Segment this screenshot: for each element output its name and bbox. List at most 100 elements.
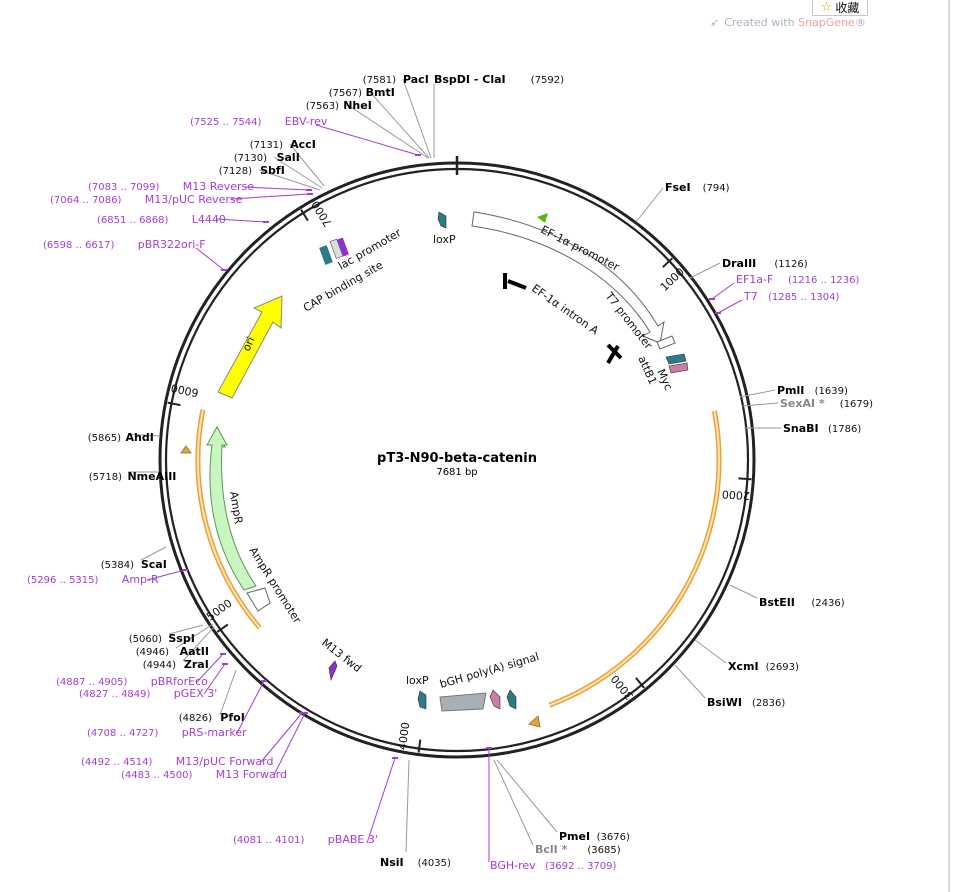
primer-name: M13 Reverse: [183, 180, 254, 193]
ruler-tick-label: 6000: [170, 381, 200, 399]
enzyme-name: PmlI: [777, 384, 804, 397]
enzyme-leader-line: [140, 546, 167, 561]
enzyme-site-pmli: PmlI(1639): [739, 384, 848, 398]
primer-name: BGH-rev: [490, 859, 536, 872]
enzyme-name: AhdI: [125, 431, 153, 444]
enzyme-position: (7563): [306, 101, 339, 112]
enzyme-name: AccI: [290, 138, 316, 151]
enzyme-leader-line: [289, 143, 325, 187]
primer-range: (4492 .. 4514): [81, 757, 153, 768]
ruler-tick: [738, 477, 752, 481]
primer-range: (5296 .. 5315): [27, 575, 99, 586]
ruler-tick: [216, 623, 229, 633]
enzyme-leader-line: [635, 187, 664, 223]
feature-label-attb1: attB1: [635, 354, 659, 387]
primer-range: (4081 .. 4101): [233, 835, 305, 846]
primer-leader-line: [195, 247, 225, 271]
enzyme-leader-line: [741, 402, 779, 407]
enzyme-position: (5384): [101, 560, 134, 571]
enzyme-name: PacI: [403, 73, 429, 86]
enzyme-name: XcmI: [728, 660, 759, 673]
enzyme-leader-line: [219, 669, 237, 716]
bgh-polya-block: [439, 692, 487, 712]
enzyme-site-pmei: PmeI(3676): [496, 759, 630, 843]
primer-site-t7: T7(1285 .. 1304): [715, 290, 840, 314]
loxp-top-marker: [437, 211, 447, 229]
enzyme-site-sexai-: SexAI *(1679): [741, 397, 873, 410]
enzyme-name: PfoI: [220, 711, 245, 724]
ruler-tick-label: 2000: [721, 487, 750, 502]
enzyme-leader-line: [694, 639, 727, 664]
primer-leader-line: [366, 757, 396, 844]
enzyme-name: SnaBI: [783, 422, 819, 435]
plasmid-size: 7681 bp: [436, 467, 477, 478]
primer-site-l4440: (6851 .. 6868)L4440: [97, 213, 269, 226]
enzyme-site-sbfi: SbfI(7128): [219, 164, 321, 191]
enzyme-name: NmeAIII: [127, 470, 176, 483]
favorite-button[interactable]: ☆ 收藏: [812, 0, 868, 16]
enzyme-site-draiii: DraIII(1126): [689, 257, 808, 279]
green-arrowhead: [537, 213, 548, 223]
primer-range: (1285 .. 1304): [768, 292, 840, 303]
primer-site-pgex-3-: (4827 .. 4849)pGEX 3': [79, 663, 228, 700]
primer-site-pbabe-3-: (4081 .. 4101) pBABE 3': [233, 757, 398, 846]
primer-site-m13-puc-reverse: (7064 .. 7086)M13/pUC Reverse: [50, 193, 313, 206]
primer-range: (4483 .. 4500): [121, 770, 193, 781]
primer-range: (7525 .. 7544): [190, 117, 262, 128]
snapgene-logo-icon: ➶: [710, 16, 720, 29]
primer-site-pbr322ori-f: (6598 .. 6617) pBR322ori-F: [43, 238, 227, 271]
primer-leader-line: [236, 680, 265, 734]
enzyme-name: ScaI: [141, 558, 167, 571]
ori-arrow: [217, 295, 283, 399]
attb1-marker: [665, 353, 687, 365]
enzyme-position: (5865): [88, 433, 121, 444]
enzyme-leader-line: [127, 433, 160, 437]
enzyme-position: (2436): [811, 598, 844, 609]
enzyme-site-bcli-: BclI *(3685): [493, 759, 621, 856]
ruler-tick-label: 3000: [608, 672, 636, 702]
credit-brand: SnapGene: [798, 16, 855, 29]
primer-leader-line: [146, 569, 186, 581]
enzyme-leader-line: [405, 759, 410, 853]
orange-left-arrowhead: [180, 445, 192, 454]
star-icon: ☆: [820, 0, 833, 15]
primer-site-prs-marker: (4708 .. 4727)pRS-marker: [87, 680, 267, 739]
primer-range: (4887 .. 4905): [56, 677, 128, 688]
enzyme-position: (3685): [587, 845, 620, 856]
enzyme-name: AatII: [180, 645, 209, 658]
enzyme-leader-line: [674, 664, 706, 699]
primer-name: pBR322ori-F: [138, 238, 206, 251]
primer-range: (7064 .. 7086): [50, 195, 122, 206]
enzyme-position: (1126): [774, 259, 807, 270]
enzyme-site-sspi: SspI(5060): [129, 624, 204, 645]
orange-feature-arc-left-highlight: [196, 409, 261, 629]
feature-label-ampr: AmpR: [227, 490, 245, 525]
primer-leader-line: [195, 653, 224, 684]
enzyme-site-paci: PacI(7581): [363, 73, 432, 159]
enzyme-leader-line: [369, 91, 430, 159]
myc-marker: [668, 362, 689, 374]
primer-site-pbrforeco: (4887 .. 4905)pBRforEco: [56, 653, 226, 688]
primer-name: Amp-R: [122, 573, 159, 586]
primer-range: (4708 .. 4727): [87, 728, 159, 739]
enzyme-site-nsii: NsiI(4035): [380, 759, 451, 869]
primer-leader-line: [216, 218, 267, 223]
primer-range: (6851 .. 6868): [97, 215, 169, 226]
primer-name: EF1a-F: [736, 273, 773, 286]
ruler-tick-label: 5000: [204, 597, 234, 624]
primer-name: pGEX 3': [174, 687, 218, 700]
primer-name: pBABE 3': [328, 833, 378, 846]
ruler-tick-label: 7000: [309, 198, 335, 229]
enzyme-site-bsteii: BstEII(2436): [729, 584, 845, 609]
ruler-tick-label: 4000: [396, 721, 413, 750]
enzyme-leader-line: [258, 169, 321, 191]
feature-label-ori: ori: [240, 335, 258, 353]
bgh-pink-marker: [489, 689, 501, 710]
enzyme-site-zrai: ZraI(4944): [143, 626, 215, 671]
primer-range: (6598 .. 6617): [43, 240, 115, 251]
enzyme-position: (5718): [89, 472, 122, 483]
enzyme-site-bsiwi: BsiWI(2836): [674, 664, 785, 709]
ruler-tick: [662, 257, 673, 268]
feature-label-loxp-bottom: loxP: [406, 674, 429, 687]
